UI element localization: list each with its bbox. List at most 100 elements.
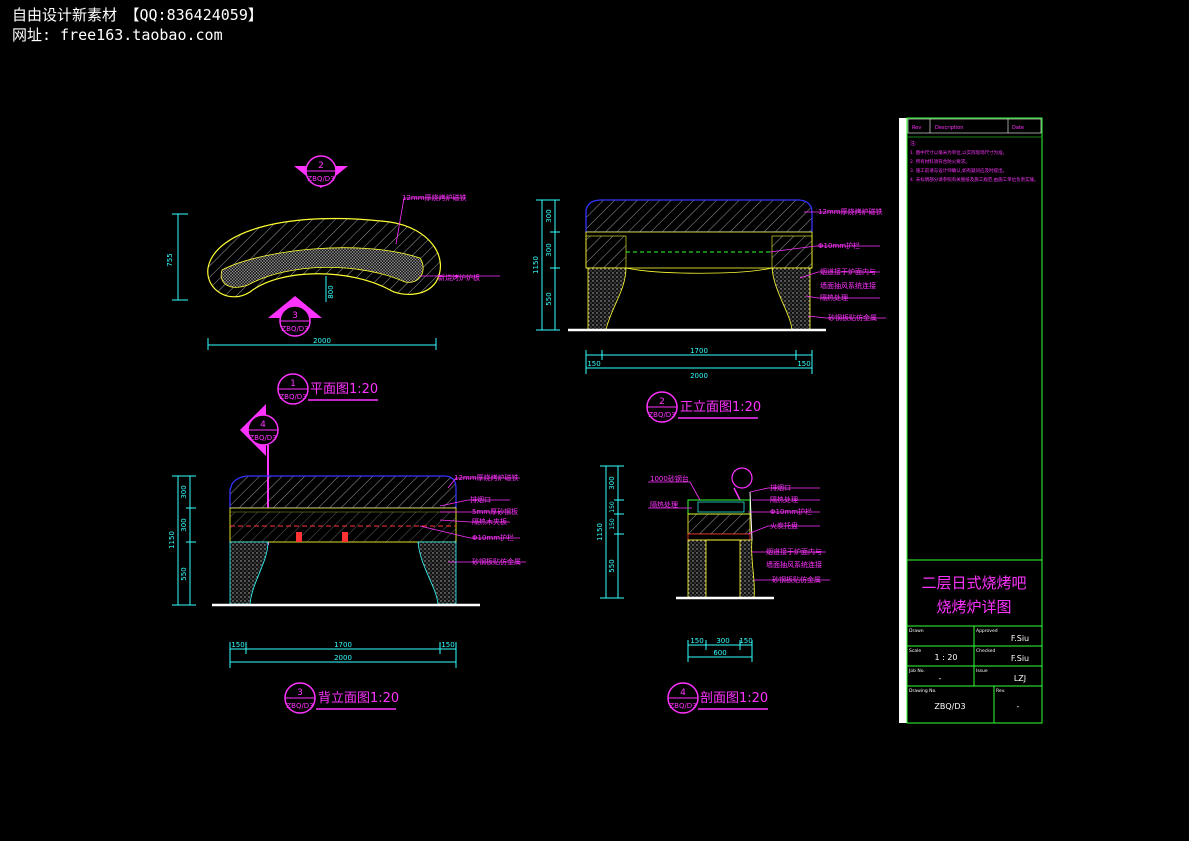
back-title-sheet: ZBQ/D3 — [286, 702, 313, 710]
back-marker-num: 4 — [260, 420, 266, 430]
back-label-3: 5mm厚砂钢板 — [472, 507, 518, 516]
front-title-sheet: ZBQ/D3 — [648, 411, 675, 419]
plan-label-2: 新烧烤炉炉板 — [438, 273, 480, 282]
tb-title-2: 烧烤炉详图 — [936, 598, 1011, 616]
back-label-1: 12mm厚烧烤炉磁铁 — [454, 473, 519, 482]
back-label-4: 隔热木夹板 — [472, 517, 507, 526]
sec-dim-a: 150 — [690, 637, 703, 645]
front-dim-h-total: 1150 — [532, 256, 540, 274]
sec-dim-h4: 550 — [608, 559, 616, 572]
sec-dim-h1: 300 — [608, 476, 616, 489]
tb-issue-value: LZJ — [1014, 674, 1026, 683]
back-dim-total: 2000 — [334, 654, 352, 662]
back-title: 背立面图1:20 — [318, 691, 399, 706]
tb-job-label: Job No. — [908, 668, 925, 674]
tb-approved-value: F.Siu — [1011, 634, 1029, 643]
back-dim-h1: 300 — [180, 485, 188, 498]
sec-dim-h3: 150 — [609, 518, 616, 530]
plan-marker2-num: 3 — [292, 311, 298, 321]
sec-label-9: 砂钢板贴仿金属 — [772, 575, 821, 584]
plan-dim-inner: 800 — [327, 285, 335, 298]
sec-title-sheet: ZBQ/D3 — [669, 702, 696, 710]
tb-title-1: 二层日式烧烤吧 — [921, 574, 1026, 592]
sec-label-2: 隔热处理 — [650, 500, 678, 509]
plan-title: 平面图1:20 — [310, 382, 378, 397]
back-dim-side-right: 150 — [441, 641, 454, 649]
tb-job-value: - — [939, 674, 942, 683]
front-label-5: 隔热处理 — [820, 293, 848, 302]
tb-note-3: 3. 施工前请与设计师确认,如有疑问应及时提出。 — [910, 167, 1007, 174]
back-label-5: Φ10mm护栏 — [472, 533, 514, 542]
front-label-4: 墙面抽风系统连接 — [820, 281, 876, 290]
sec-label-5: Φ10mm护栏 — [770, 507, 812, 516]
plan-title-num: 1 — [290, 379, 296, 389]
tb-col-desc: Description — [935, 125, 963, 131]
tb-note-1: 1. 图中尺寸以毫米为单位,以实际现场尺寸为准。 — [910, 149, 1007, 156]
front-dim-side-right: 150 — [797, 360, 810, 368]
front-dim-side-left: 150 — [587, 360, 600, 368]
plan-view: 2 ZBQ/D3 3 ZBQ/D3 2000 755 800 12mm厚烧烤炉磁… — [166, 155, 500, 405]
tb-note-4: 4. 未标明部分请参照有关图纸及施工规范,由施工单位负责实施。 — [910, 176, 1039, 183]
tb-drawingno-value: ZBQ/D3 — [934, 702, 965, 711]
plan-marker-num: 2 — [318, 161, 324, 171]
back-dim-h3: 550 — [180, 567, 188, 580]
tb-checked-value: F.Siu — [1011, 654, 1029, 663]
front-label-3: 烟道接于炉面内与 — [820, 267, 876, 276]
tb-col-rev: Rev — [912, 125, 921, 131]
front-title: 正立面图1:20 — [680, 400, 761, 415]
front-dim-h2: 300 — [545, 243, 553, 256]
front-dim-mid: 1700 — [690, 347, 708, 355]
watermark-line-1: 自由设计新素材 【QQ:836424059】 — [12, 6, 263, 24]
sec-label-8: 墙面抽风系统连接 — [766, 560, 822, 569]
sec-dim-h2: 150 — [609, 501, 616, 513]
tb-issue-label: Issue — [976, 668, 988, 674]
back-elevation: 4 ZBQ/D3 150 1700 150 2000 300 300 550 1… — [168, 404, 526, 714]
front-dim-total: 2000 — [690, 372, 708, 380]
plan-dim-width: 2000 — [313, 337, 331, 345]
tb-drawn-label: Drawn — [909, 628, 924, 634]
tb-scale-label: Scale — [909, 648, 921, 654]
plan-label-1: 12mm厚烧烤炉磁铁 — [402, 193, 467, 202]
back-marker-sheet: ZBQ/D3 — [249, 434, 276, 442]
back-dim-h-total: 1150 — [168, 531, 176, 549]
tb-rev-label: Rev. — [996, 688, 1005, 694]
title-block: Rev Description Date 注: 1. 图中尺寸以毫米为单位,以实… — [899, 117, 1043, 724]
sec-label-7: 烟道接于炉面内与 — [766, 547, 822, 556]
back-label-2: 排烟口 — [470, 495, 491, 504]
tb-approved-label: Approved — [976, 628, 998, 634]
back-label-6: 砂钢板贴仿金属 — [472, 557, 521, 566]
front-label-6: 砂钢板贴仿金属 — [828, 313, 877, 322]
plan-dim-depth: 755 — [166, 253, 174, 266]
tb-col-date: Date — [1012, 125, 1024, 131]
plan-marker2-sheet: ZBQ/D3 — [281, 325, 308, 333]
tb-note-2: 2. 所有材料须符合防火要求。 — [910, 158, 970, 165]
sec-dim-c: 150 — [739, 637, 752, 645]
tb-rev-value: - — [1017, 702, 1020, 711]
tb-notes-head: 注: — [910, 140, 917, 147]
front-dim-h3: 550 — [545, 292, 553, 305]
front-label-2: Φ10mm护栏 — [818, 241, 860, 250]
sec-label-6: 火炭托盘 — [770, 521, 798, 530]
watermark-line-2: 网址: free163.taobao.com — [12, 26, 223, 44]
sec-title-num: 4 — [680, 688, 686, 698]
back-dim-h2: 300 — [180, 518, 188, 531]
tb-scale-value: 1 : 20 — [934, 653, 957, 662]
front-elevation: 150 1700 150 2000 300 300 550 1150 12mm厚… — [532, 199, 886, 423]
section-view: 150 300 150 600 300 150 150 550 1150 100… — [596, 465, 830, 714]
sec-label-3: 排烟口 — [770, 483, 791, 492]
plan-marker-sheet: ZBQ/D3 — [307, 175, 334, 183]
tb-drawingno-label: Drawing No. — [909, 688, 937, 694]
tb-checked-label: Checked — [976, 648, 995, 654]
sec-dim-b: 300 — [716, 637, 729, 645]
back-dim-mid: 1700 — [334, 641, 352, 649]
plan-title-sheet: ZBQ/D3 — [279, 393, 306, 401]
sec-label-4: 隔热处理 — [770, 495, 798, 504]
front-title-num: 2 — [659, 397, 665, 407]
back-dim-side-left: 150 — [231, 641, 244, 649]
sec-dim-h-total: 1150 — [596, 523, 604, 541]
back-title-num: 3 — [297, 688, 303, 698]
front-dim-h1: 300 — [545, 209, 553, 222]
sec-dim-total: 600 — [713, 649, 726, 657]
front-label-1: 12mm厚烧烤炉磁铁 — [818, 207, 883, 216]
